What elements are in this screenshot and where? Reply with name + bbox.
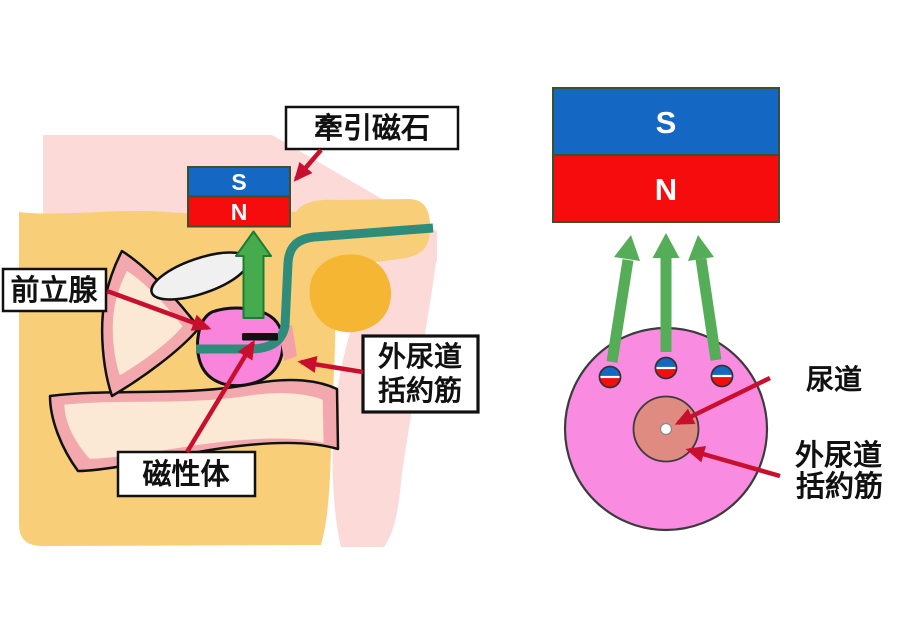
attraction-arrow-middle — [652, 233, 680, 352]
attraction-arrow-right-shaft — [695, 258, 722, 361]
magnet-north-label: N — [655, 172, 677, 207]
label-text: 牽引磁石 — [314, 111, 430, 145]
label-text: 磁性体 — [142, 457, 230, 491]
attraction-arrow-left-head — [614, 235, 640, 261]
leader-arrow-traction-magnet — [293, 148, 323, 182]
bone-lower — [48, 378, 340, 473]
attraction-arrow-left-shaft — [606, 259, 634, 363]
left-figure: S N 牽引磁石 前立腺 外尿道 括約筋 磁性体 — [1, 105, 480, 547]
magnet-north — [552, 154, 780, 223]
label-box-traction-magnet: 牽引磁石 — [284, 105, 460, 151]
leader-arrow-magnetic-body — [185, 339, 255, 454]
leader-arrow-prostate — [106, 288, 212, 331]
bone-upper-core — [112, 270, 183, 376]
small-magnet-south — [711, 365, 733, 376]
label-urethra: 尿道 — [806, 363, 862, 395]
golden-bulb-shape — [309, 254, 392, 333]
small-magnet-right — [710, 364, 734, 388]
magnet-north-label: N — [231, 199, 248, 225]
label-box-prostate: 前立腺 — [1, 267, 108, 313]
magnet-south — [552, 87, 780, 156]
label-text-line2: 括約筋 — [378, 374, 462, 406]
small-magnet-middle — [654, 356, 678, 380]
label-box-magnetic-body: 磁性体 — [116, 450, 257, 498]
label-text-line1: 外尿道 — [378, 340, 462, 372]
leader-arrow-urethra — [674, 375, 771, 426]
small-magnet-divider — [599, 375, 621, 379]
label-box — [116, 450, 257, 498]
label-box — [284, 105, 460, 151]
small-magnet-north — [711, 376, 733, 387]
small-magnet-north — [655, 368, 677, 379]
magnetic-body-bar — [242, 333, 278, 341]
catheter-tube — [196, 223, 434, 354]
label-external-sphincter-line2: 括約筋 — [796, 469, 883, 503]
small-magnet-outline — [654, 356, 678, 380]
label-box — [361, 334, 480, 414]
small-magnet-outline — [598, 365, 622, 389]
magnet-north — [187, 195, 291, 228]
small-magnet-divider — [655, 366, 677, 370]
right-figure: S N — [552, 87, 883, 532]
small-magnet-left — [598, 365, 622, 389]
label-text: 前立腺 — [10, 273, 98, 307]
small-magnet-south — [599, 366, 621, 377]
traction-magnet: S N — [187, 166, 291, 228]
magnet-south-label: S — [231, 169, 246, 195]
leader-arrow-external-sphincter — [297, 355, 364, 375]
label-box-external-sphincter: 外尿道 括約筋 — [361, 334, 480, 414]
urethra-lumen — [659, 422, 673, 436]
label-box — [1, 267, 108, 313]
traction-arrow — [235, 230, 272, 319]
attraction-arrows — [606, 233, 722, 363]
leader-arrow-external-sphincter — [685, 445, 781, 479]
label-external-sphincter-line1: 外尿道 — [795, 439, 882, 472]
small-magnet-outline — [710, 364, 734, 388]
small-magnet-south — [655, 357, 677, 368]
small-magnet-divider — [711, 374, 733, 378]
small-magnet-north — [599, 377, 621, 388]
attraction-arrow-right-head — [688, 235, 714, 261]
bone-lower-core — [64, 393, 324, 459]
large-magnet: S N — [552, 87, 780, 223]
magnet-south-label: S — [656, 105, 677, 140]
